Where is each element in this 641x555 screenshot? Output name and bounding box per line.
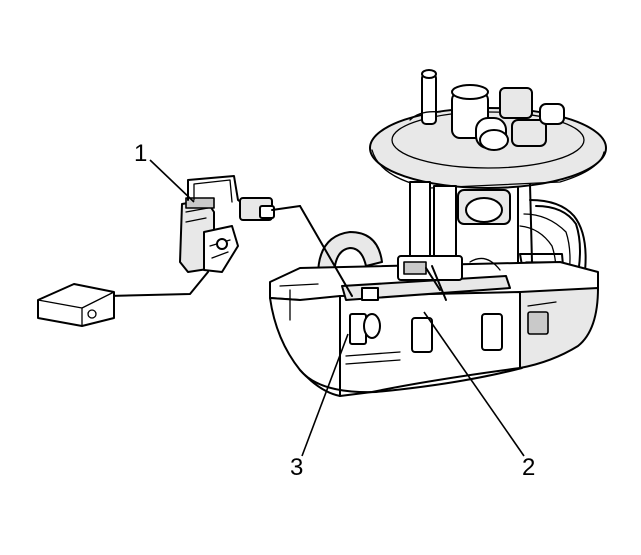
leader-line-2 [423,311,525,457]
flange-fittings [409,69,565,151]
sender-rail [341,255,511,301]
module-rods [409,181,533,275]
float-arm [107,271,209,297]
callout-2: 2 [522,454,536,481]
callout-3: 3 [290,454,304,481]
callout-1: 1 [134,140,148,167]
fuel-level-sender [179,175,247,273]
sender-wire [299,205,353,297]
leader-line-3 [301,333,349,457]
leader-line-1 [149,159,195,203]
fuel-level-float [37,283,115,327]
sender-electrical-connector [239,197,301,221]
